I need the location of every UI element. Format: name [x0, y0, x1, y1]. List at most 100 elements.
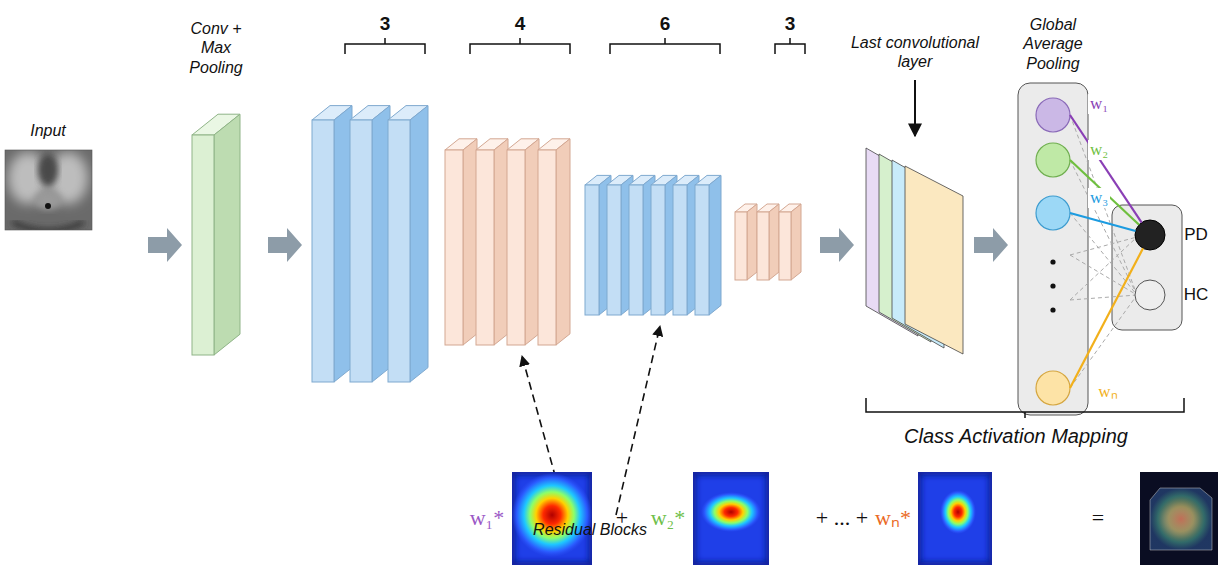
- slab-front: [476, 150, 494, 345]
- layer-label: Last convolutional layer: [840, 33, 990, 71]
- overlay-heat: [1150, 488, 1212, 550]
- annotation: Residual Blocks: [533, 520, 647, 539]
- slab-front: [312, 120, 334, 382]
- ellipsis-dot: [1050, 259, 1055, 264]
- heat-map: [693, 472, 769, 565]
- layer-label: Input: [30, 121, 66, 140]
- flow-arrow: [148, 228, 182, 262]
- class-label: HC: [1184, 285, 1209, 305]
- slab-side: [769, 204, 779, 280]
- last-conv-layer: Last convolutional layer: [864, 146, 964, 344]
- heat-map: [512, 472, 592, 565]
- stage-bracket: [345, 38, 425, 54]
- output-class: PD: [1135, 220, 1165, 250]
- image-ground: [5, 150, 92, 230]
- image-frame: [5, 150, 92, 230]
- dashed-weight-line: [1070, 237, 1137, 300]
- slab-side: [372, 106, 390, 382]
- feature-slab: [757, 204, 779, 280]
- heat-edge: [512, 472, 592, 565]
- heat-edge: [918, 472, 992, 565]
- weight-label: wₙ: [1096, 382, 1119, 402]
- operator: =: [1092, 505, 1104, 531]
- slab-side: [214, 114, 240, 355]
- pooled-unit: [1036, 143, 1070, 177]
- stage-bracket: [775, 38, 805, 54]
- feature-slab: [538, 139, 570, 345]
- dashed-weight-line: [1070, 295, 1137, 300]
- pooling-panel: [1018, 83, 1088, 415]
- slab-side: [709, 175, 721, 315]
- slab-front: [757, 212, 769, 280]
- feature-slab: [192, 114, 240, 355]
- feature-map-plane: [905, 166, 963, 354]
- cam-bracket: [866, 398, 1184, 412]
- slab-front: [538, 150, 556, 345]
- image-dot: [45, 203, 51, 209]
- slab-side: [525, 139, 539, 345]
- overlay-ground: [1140, 472, 1218, 565]
- weight-term: wₙ*: [875, 505, 911, 531]
- weight-label: w₂: [1088, 140, 1110, 160]
- image-dark: [38, 154, 58, 186]
- block-count: 3: [380, 13, 391, 36]
- dashed-weight-line: [1070, 295, 1137, 388]
- input-box: Input: [5, 150, 92, 230]
- image-edge: [12, 222, 84, 230]
- dashed-weight-line: [1070, 213, 1137, 295]
- block-count: 4: [515, 13, 526, 36]
- flow-arrow: [820, 228, 854, 262]
- class-label: PD: [1184, 225, 1208, 245]
- pooled-unit: [1036, 98, 1070, 132]
- conv-pool-layer: Conv + Max Pooling: [192, 114, 240, 355]
- feature-slab: [735, 204, 757, 280]
- heat-map: [918, 472, 992, 565]
- slab-front: [388, 120, 410, 382]
- stage-group: 4: [445, 139, 570, 345]
- flow-arrow: [974, 228, 1008, 262]
- pooling-layer: Global Average Pooling: [1018, 83, 1088, 415]
- overlay-brain: [1162, 504, 1198, 536]
- section-title: Class Activation Mapping: [904, 424, 1128, 448]
- slab-front: [350, 120, 372, 382]
- slab-side: [463, 139, 477, 345]
- weight-term: w₂*: [651, 505, 686, 531]
- stage-bracket: [470, 38, 570, 54]
- stage-group: 3: [312, 105, 428, 382]
- feature-slab: [312, 106, 352, 382]
- layer-label: Conv + Max Pooling: [189, 19, 242, 77]
- heat-ground: [693, 472, 769, 565]
- heat-ground: [512, 472, 592, 565]
- weight-label: w₁: [1088, 94, 1110, 114]
- feature-slab: [779, 204, 801, 280]
- heat-blob: [701, 492, 761, 532]
- stage-group: 3: [735, 204, 801, 280]
- slab-side: [791, 204, 801, 280]
- block-count: 6: [660, 13, 671, 36]
- dashed-weight-line: [1070, 255, 1137, 295]
- feature-slab: [507, 139, 539, 345]
- block-count: 3: [785, 13, 796, 36]
- output-unit: [1135, 280, 1165, 310]
- feature-slab: [388, 106, 428, 382]
- feature-slab: [476, 139, 508, 345]
- overlay-image: [1140, 472, 1218, 565]
- ellipsis-dot: [1050, 283, 1055, 288]
- slab-side: [494, 139, 508, 345]
- feature-slab: [695, 175, 721, 315]
- heat-ground: [918, 472, 992, 565]
- cam-bracket: [1024, 412, 1026, 418]
- slab-front: [192, 135, 214, 355]
- slab-front: [735, 212, 747, 280]
- dashed-weight-line: [1070, 115, 1137, 295]
- dashed-weight-line: [1070, 160, 1137, 295]
- layer-label: Global Average Pooling: [1023, 15, 1082, 73]
- weight-label: w₃: [1088, 188, 1110, 208]
- slab-front: [585, 185, 599, 315]
- output-panel: [1112, 205, 1182, 330]
- slab-front: [629, 185, 643, 315]
- slab-front: [445, 150, 463, 345]
- operator: + ... +: [816, 505, 868, 531]
- feature-slab: [350, 106, 390, 382]
